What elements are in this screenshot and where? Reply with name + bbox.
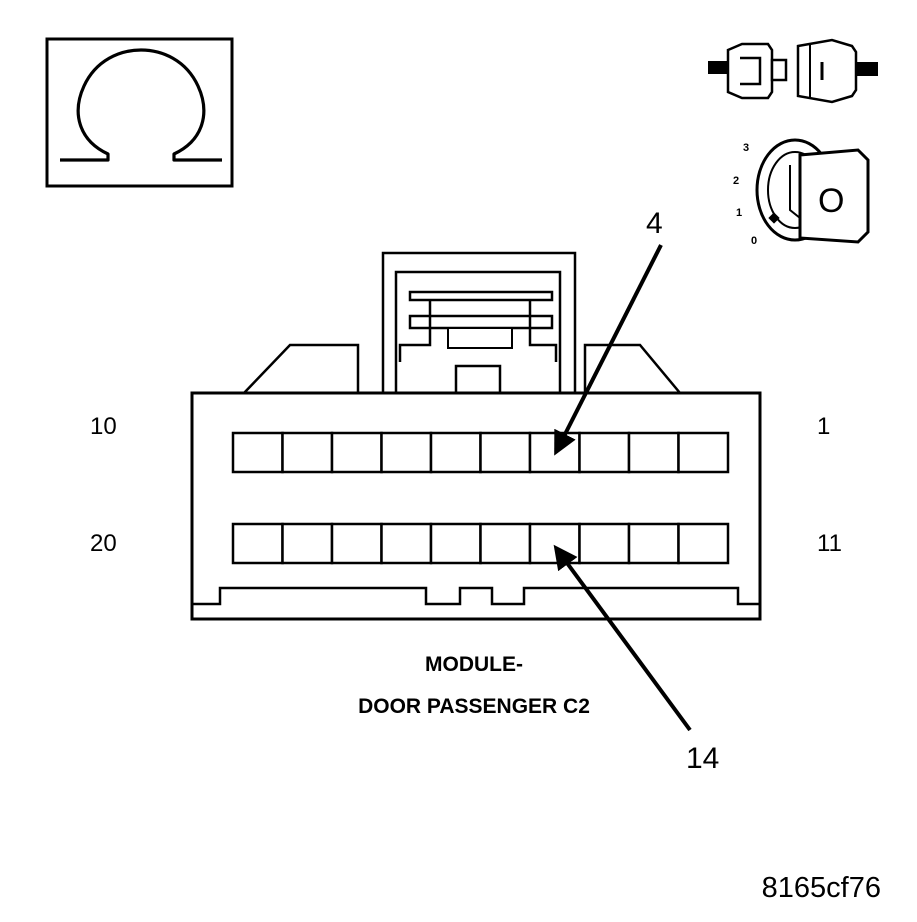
- pin-cavity-14: [528, 522, 581, 565]
- pin-label-bottom-right: 11: [817, 530, 842, 557]
- pin-cavity-15: [479, 522, 532, 565]
- pin-cavity-13: [578, 522, 631, 565]
- key-label: O: [818, 182, 844, 220]
- ignition-position-0: 0: [751, 235, 757, 247]
- pin-cavity-17: [380, 522, 433, 565]
- connector-title-line2: DOOR PASSENGER C2: [358, 695, 590, 718]
- pin-cavity-2: [627, 431, 680, 474]
- pin-label-top-left: 10: [90, 413, 117, 440]
- ignition-position-3: 3: [743, 142, 749, 154]
- connector-title-line1: MODULE-: [425, 653, 523, 676]
- pin-cavity-5: [479, 431, 532, 474]
- pin-label-top-right: 1: [817, 413, 830, 440]
- pin-cavity-20: [231, 522, 284, 565]
- pin-cavity-11: [677, 522, 730, 565]
- pin-cavity-18: [330, 522, 383, 565]
- pin-cavity-1: [677, 431, 730, 474]
- callout-arrow-upper: [554, 244, 663, 456]
- pin-cavity-19: [281, 522, 334, 565]
- callout-upper-pin: 4: [646, 207, 663, 240]
- ignition-key-off-icon: 3 2 1 0 O: [733, 138, 870, 247]
- pin-cavity-3: [578, 431, 631, 474]
- pin-cavity-6: [429, 431, 482, 474]
- ohm-symbol-icon: [45, 37, 234, 188]
- pin-cavity-9: [281, 431, 334, 474]
- pin-label-bottom-left: 20: [90, 530, 117, 557]
- pin-cavity-12: [627, 522, 680, 565]
- pin-cavity-10: [231, 431, 284, 474]
- callout-lower-pin: 14: [686, 742, 719, 775]
- pin-row-top: [231, 431, 730, 474]
- connector-disconnect-icon: [708, 38, 878, 104]
- pin-cavity-7: [380, 431, 433, 474]
- pin-cavity-8: [330, 431, 383, 474]
- figure-id: 8165cf76: [762, 872, 881, 904]
- pin-row-bottom: [231, 522, 730, 565]
- ignition-position-2: 2: [733, 175, 739, 187]
- ignition-position-1: 1: [736, 207, 742, 219]
- connector-body: [190, 251, 762, 621]
- callout-arrow-lower: [553, 544, 692, 732]
- pin-cavity-16: [429, 522, 482, 565]
- pin-cavity-4: [528, 431, 581, 474]
